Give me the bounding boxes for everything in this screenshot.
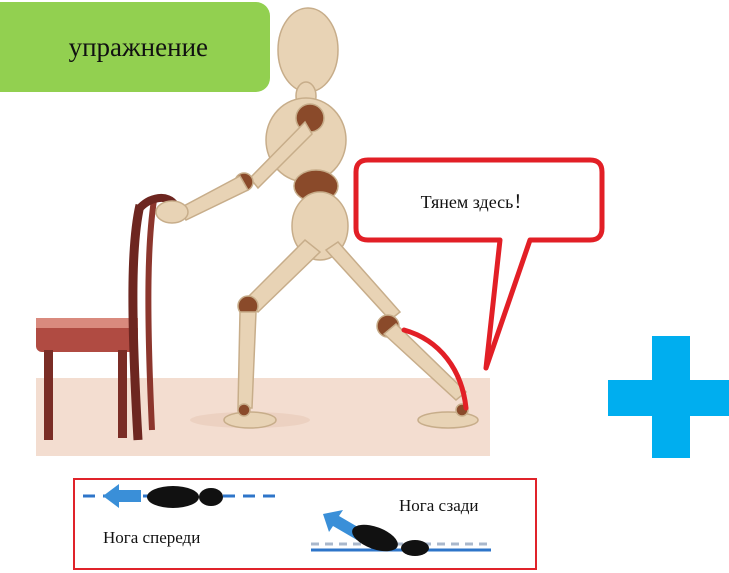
arrow-left-icon — [103, 484, 141, 508]
legend-front-leg-label: Нога спереди — [103, 528, 200, 548]
legend-box: Нога спереди Нога сзади — [73, 478, 537, 570]
stretch-here-callout: Тянем здесь！ — [356, 188, 596, 214]
plus-icon — [608, 336, 729, 458]
legend-back-leg-label: Нога сзади — [399, 496, 479, 516]
footprint-icon — [147, 486, 223, 508]
legend-graphics — [75, 480, 539, 572]
